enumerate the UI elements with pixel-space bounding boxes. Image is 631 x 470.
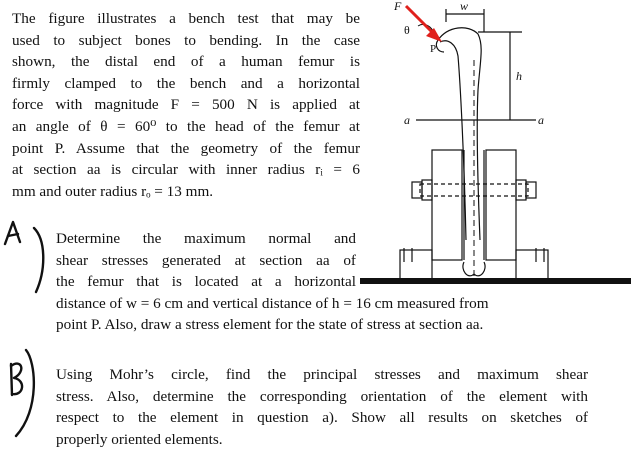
clamp-block-right (485, 149, 517, 261)
width-label: w (460, 0, 468, 13)
question-b-line: Using Mohr’s circle, find the principal … (56, 366, 588, 383)
question-a: Determine the maximum normal and shear s… (56, 228, 588, 336)
intro-line: mm and outer radius rₒ = 13 mm. (12, 182, 214, 200)
height-label: h (516, 69, 522, 83)
question-b: Using Mohr’s circle, find the principal … (56, 364, 588, 450)
intro-line: at section aa is circular with inner rad… (12, 161, 360, 179)
base-bracket-right (515, 249, 549, 281)
clamp-block-left (431, 149, 463, 261)
base-bracket-left (399, 249, 433, 281)
question-a-line: point P. Also, draw a stress element for… (56, 316, 484, 334)
intro-line: The figure illustrates a bench test that… (12, 10, 360, 27)
handwritten-markers: A) B) (3, 220, 45, 438)
problem-statement: The figure illustrates a bench test that… (12, 8, 360, 202)
intro-line: force with magnitude F = 500 N is applie… (12, 96, 360, 114)
section-right-label: a (538, 113, 544, 127)
angle-label: θ (404, 23, 410, 37)
intro-line: shown, the distal end of a human femur i… (12, 53, 360, 71)
question-a-line: distance of w = 6 cm and vertical distan… (56, 294, 489, 312)
handwritten-marker-b (9, 348, 35, 438)
intro-line: point P. Assume that the geometry of the… (12, 139, 360, 157)
question-a-line: the femur that is located at a horizonta… (56, 273, 356, 291)
question-b-line: stress. Also, determine the correspondin… (56, 387, 588, 405)
handwritten-marker-a (3, 220, 45, 294)
intro-line: used to subject bones to bending. In the… (12, 31, 360, 49)
point-label: P (430, 43, 436, 55)
intro-line: firmly clamped to the bench and a horizo… (12, 74, 360, 92)
question-b-line: respect to the element in question a). S… (56, 409, 588, 427)
section-left-label: a (404, 113, 410, 127)
force-arrow (404, 4, 442, 42)
femur-shaft-right (437, 27, 482, 241)
femur-bench-figure: F θ P w h a a (360, 0, 631, 284)
force-label: F (393, 0, 402, 13)
clamp-bolt (419, 183, 529, 197)
question-a-line: shear stresses generated at section aa o… (56, 251, 356, 269)
question-a-line: Determine the maximum normal and (56, 230, 356, 247)
intro-line: an angle of θ = 60⁰ to the head of the f… (12, 117, 360, 135)
bench-surface (360, 278, 631, 284)
question-b-line: properly oriented elements. (56, 430, 223, 448)
